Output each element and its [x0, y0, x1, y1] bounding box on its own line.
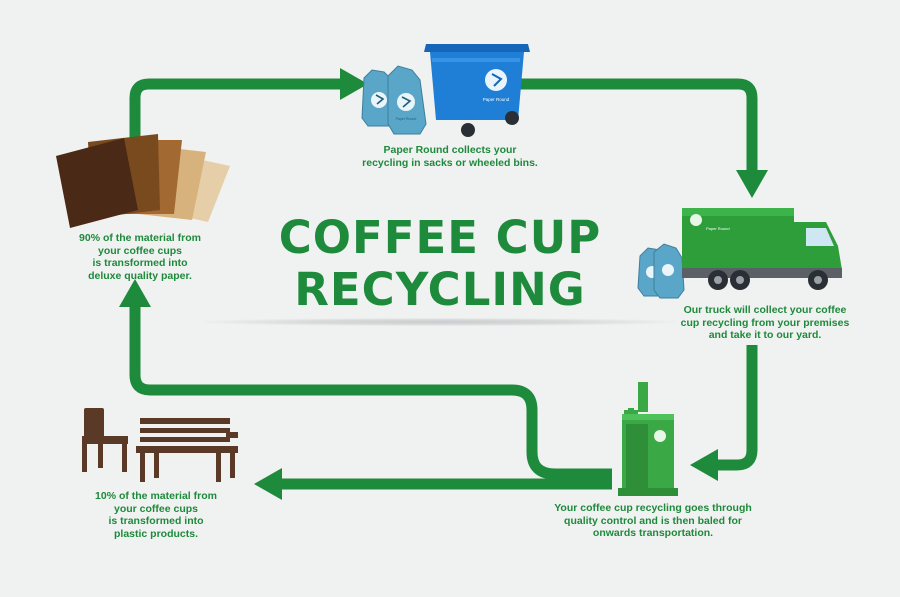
- caption-line: Paper Round collects your: [383, 144, 517, 156]
- paper-sheets-icon: [56, 134, 230, 228]
- caption-truck: Our truck will collect your coffee cup r…: [660, 304, 870, 342]
- caption-baler: Your coffee cup recycling goes through q…: [540, 502, 766, 540]
- caption-line: is transformed into: [108, 515, 204, 527]
- cycle-arrows: [129, 78, 758, 490]
- sack-icon: [387, 65, 427, 135]
- truck-brand-label: Paper Round: [706, 226, 730, 231]
- arrowhead-right: [340, 68, 368, 100]
- title-line-1: COFFEE CUP: [278, 211, 602, 264]
- sack-brand-label: Paper Round: [396, 117, 417, 121]
- arrow-baler-to-paper: [129, 305, 612, 480]
- caption-line: and take it to our yard.: [708, 329, 822, 341]
- caption-line: your coffee cups: [97, 244, 183, 257]
- plastic-products-icons: [82, 408, 238, 482]
- bench-icon: [136, 418, 238, 482]
- wheelie-bin-icon: [424, 44, 530, 137]
- caption-line: 90% of the material from: [79, 232, 201, 244]
- bin-brand-label: Paper Round: [483, 97, 510, 102]
- caption-line: Our truck will collect your coffee: [683, 304, 847, 316]
- title-underline: [205, 318, 675, 326]
- caption-line: is transformed into: [92, 257, 188, 269]
- title-line-2: RECYCLING: [294, 263, 586, 316]
- arrowhead-left-baler: [690, 449, 718, 481]
- caption-line: 10% of the material from: [95, 490, 217, 502]
- arrowhead-left-plastic: [254, 468, 282, 500]
- caption-line: plastic products.: [113, 527, 198, 540]
- caption-line: quality control and is then baled for: [564, 514, 742, 527]
- truck-group: [637, 208, 842, 299]
- collection-icons: [361, 44, 530, 137]
- caption-line: Your coffee cup recycling goes through: [554, 502, 752, 514]
- caption-paper: 90% of the material from your coffee cup…: [60, 232, 220, 282]
- arrow-truck-to-baler: [716, 345, 758, 471]
- caption-collect: Paper Round collects your recycling in s…: [330, 144, 570, 169]
- sack-icon: [653, 243, 685, 299]
- arrowhead-down: [736, 170, 768, 198]
- arrow-collect-to-truck: [515, 78, 758, 172]
- arrow-paper-to-collect: [129, 78, 345, 145]
- caption-plastic: 10% of the material from your coffee cup…: [76, 490, 236, 540]
- arrowhead-up: [119, 279, 151, 307]
- arrowheads: [119, 68, 768, 500]
- baler-icon: [618, 382, 678, 496]
- caption-line: cup recycling from your premises: [680, 316, 850, 329]
- caption-line: onwards transportation.: [592, 527, 714, 539]
- truck-icon: [682, 208, 842, 290]
- chair-icon: [82, 408, 128, 472]
- caption-line: your coffee cups: [113, 502, 199, 515]
- caption-line: recycling in sacks or wheeled bins.: [362, 156, 538, 169]
- diagram-title: COFFEE CUP RECYCLING: [240, 212, 640, 316]
- caption-line: deluxe quality paper.: [88, 269, 192, 282]
